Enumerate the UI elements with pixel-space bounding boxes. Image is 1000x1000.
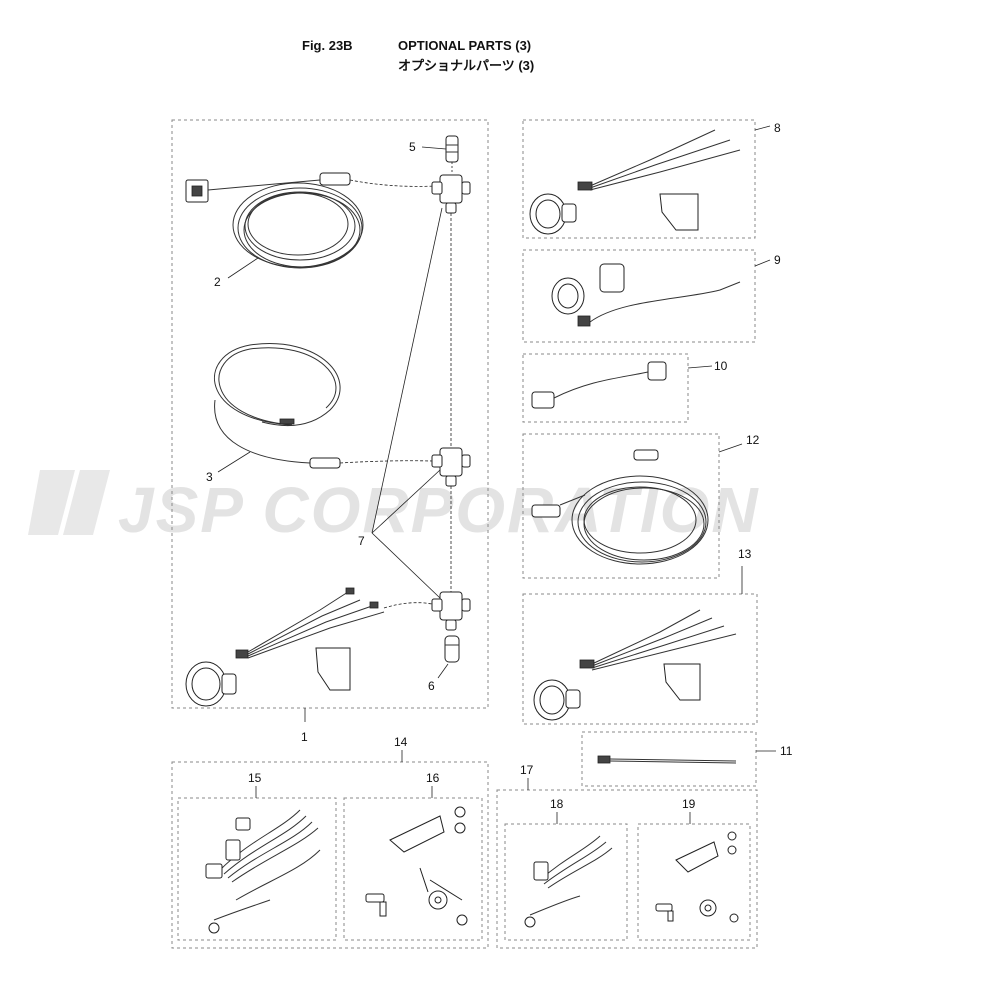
callout-1: 1 xyxy=(301,730,308,744)
harness-icon xyxy=(579,609,737,671)
harness-icon xyxy=(235,587,385,659)
callout-2: 2 xyxy=(214,275,221,289)
gauge-icon xyxy=(551,277,585,315)
callout-19: 19 xyxy=(682,797,696,811)
gauge-icon xyxy=(533,679,581,721)
item-12-box xyxy=(522,433,720,579)
callout-12: 12 xyxy=(746,433,760,447)
item-10-box xyxy=(522,353,689,423)
callout-3: 3 xyxy=(206,470,213,484)
terminator-icon xyxy=(445,135,459,163)
bolt-icon xyxy=(655,903,674,922)
callout-10: 10 xyxy=(714,359,728,373)
bolt-icon xyxy=(365,893,387,917)
cable-coil-icon xyxy=(531,449,709,565)
item-11-box xyxy=(581,731,757,787)
item-9-box xyxy=(522,249,756,343)
gauge-icon xyxy=(185,661,237,707)
group-17-box xyxy=(496,789,758,949)
watermark-text: JSP CORPORATION xyxy=(118,474,760,546)
nut-icon xyxy=(699,831,739,923)
item-16-box xyxy=(343,797,483,941)
callout-15: 15 xyxy=(248,771,262,785)
figure-title-en: OPTIONAL PARTS (3) xyxy=(398,38,532,53)
item-15-box xyxy=(177,797,337,941)
harness-icon xyxy=(524,835,613,928)
callout-6: 6 xyxy=(428,679,435,693)
harness-icon xyxy=(531,361,667,409)
group-1-box xyxy=(171,119,489,709)
callout-5: 5 xyxy=(409,140,416,154)
callout-14: 14 xyxy=(394,735,408,749)
bracket-icon xyxy=(389,815,445,853)
callout-11: 11 xyxy=(780,744,793,758)
item-19-box xyxy=(637,823,751,941)
group-14-box xyxy=(171,761,489,949)
bracket-icon xyxy=(315,647,351,691)
bracket-icon xyxy=(663,663,701,701)
t-connector-icon xyxy=(431,174,471,214)
harness-icon xyxy=(205,809,321,934)
item-18-box xyxy=(504,823,628,941)
figure-label: Fig. 23B xyxy=(302,38,353,53)
cable-coil-icon xyxy=(185,172,364,269)
callout-13: 13 xyxy=(738,547,752,561)
callout-9: 9 xyxy=(774,253,781,267)
callout-17: 17 xyxy=(520,763,534,777)
harness-icon xyxy=(577,263,741,327)
nut-icon xyxy=(428,806,468,926)
callout-16: 16 xyxy=(426,771,440,785)
t-connector-icon xyxy=(431,447,471,487)
callout-18: 18 xyxy=(550,797,564,811)
watermark: JSP CORPORATION xyxy=(28,470,760,546)
callout-7: 7 xyxy=(358,534,365,548)
item-13-box xyxy=(522,593,758,725)
figure-title-jp: オプショナルパーツ (3) xyxy=(398,58,535,73)
cable-coil-icon xyxy=(214,343,341,469)
bracket-icon xyxy=(675,841,719,873)
callout-8: 8 xyxy=(774,121,781,135)
harness-icon xyxy=(577,129,741,191)
terminator-icon xyxy=(444,635,460,663)
bracket-icon xyxy=(659,193,699,231)
item-8-box xyxy=(522,119,756,239)
t-connector-icon xyxy=(431,591,471,631)
gauge-icon xyxy=(529,193,577,235)
cable-tie-icon xyxy=(597,755,737,764)
